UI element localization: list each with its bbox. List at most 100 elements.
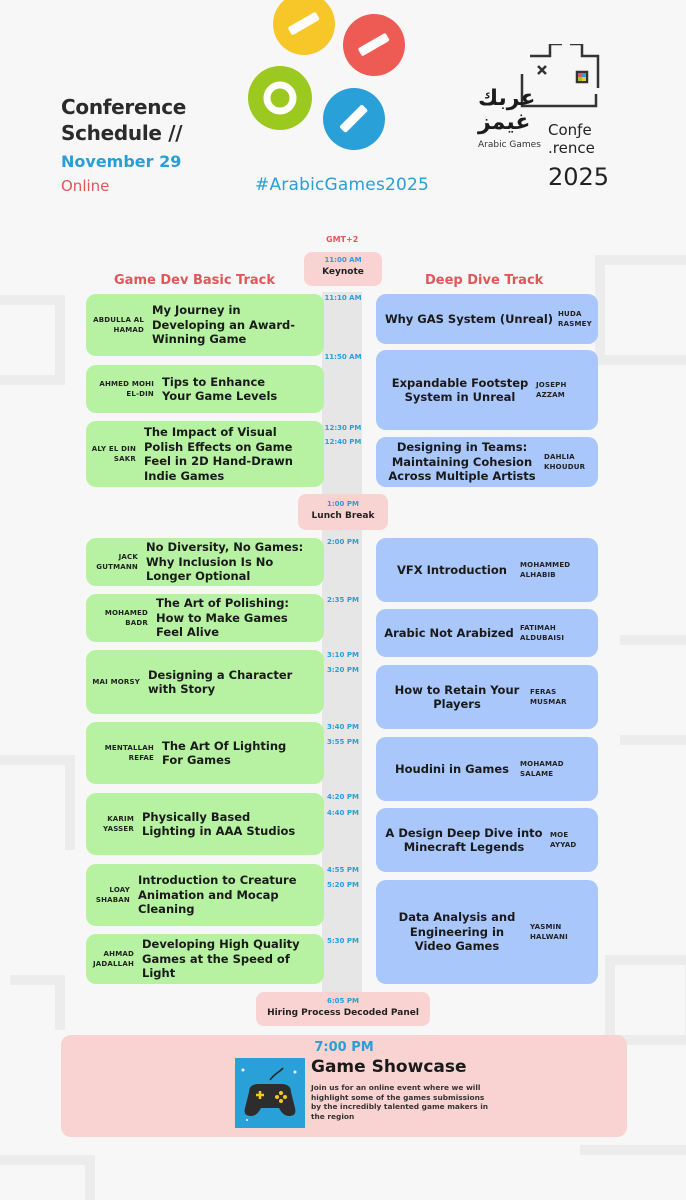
session-title: Tips to Enhance Your Game Levels [162, 374, 278, 404]
logo-conf-line2: .rence [548, 139, 595, 157]
speaker-name: JOSEPH AZZAM [536, 381, 567, 399]
session-title: Data Analysis and Engineering in Video G… [398, 910, 516, 954]
logo-year: 2025 [548, 163, 610, 191]
showcase-block: 7:00 PM Game Showcase Join us for an onl… [61, 1035, 627, 1137]
session-title: The Art of Polishing: How to Make Games … [156, 596, 290, 640]
session-card-left[interactable]: AHMED MOHI EL-DIN Tips to Enhance Your G… [86, 365, 324, 413]
speaker-name: AHMAD JADALLAH [92, 950, 134, 968]
session-card-right[interactable]: Arabic Not Arabized FATIMAH ALDUBAISI [376, 609, 598, 657]
time-label: 3:40 PM [327, 723, 359, 731]
time-label: 3:55 PM [327, 738, 359, 746]
session-title: Physically Based Lighting in AAA Studios [142, 809, 296, 839]
lunch-time: 1:00 PM [327, 500, 359, 508]
game-controller-icon [235, 1058, 305, 1128]
logo-small-text: Arabic Games [478, 140, 541, 150]
speaker-name: MENTALLAH REFAE [104, 744, 154, 762]
session-card-left[interactable]: MOHAMED BADR The Art of Polishing: How t… [86, 594, 324, 642]
speaker-name: FATIMAH ALDUBAISI [520, 624, 565, 642]
time-label: 4:55 PM [327, 866, 359, 874]
event-mode: Online [61, 177, 110, 195]
session-card-right[interactable]: A Design Deep Dive into Minecraft Legend… [376, 808, 598, 872]
logo-arabic-line1: عربك [478, 86, 536, 111]
time-label: 5:20 PM [327, 881, 359, 889]
session-card-left[interactable]: KARIM YASSER Physically Based Lighting i… [86, 793, 324, 855]
event-date: November 29 [61, 152, 182, 171]
keynote-time: 11:00 AM [324, 256, 362, 264]
time-label: 12:40 PM [324, 438, 362, 446]
logo-arabic-line2: غيمز [478, 110, 531, 135]
session-title: Expandable Footstep System in Unreal [391, 375, 529, 405]
session-title: No Diversity, No Games: Why Inclusion Is… [146, 540, 304, 584]
keynote-block: 11:00 AM Keynote [304, 252, 382, 286]
session-card-right[interactable]: Expandable Footstep System in Unreal JOS… [376, 350, 598, 430]
time-label: 5:30 PM [327, 937, 359, 945]
panel-label: Hiring Process Decoded Panel [267, 1008, 419, 1018]
session-card-right[interactable]: VFX Introduction MOHAMMED ALHABIB [376, 538, 598, 602]
session-title: Houdini in Games [395, 761, 509, 776]
panel-block: 6:05 PM Hiring Process Decoded Panel [256, 992, 430, 1026]
time-label: 3:20 PM [327, 666, 359, 674]
session-card-left[interactable]: ALY EL DIN SAKR The Impact of Visual Pol… [86, 421, 324, 487]
session-card-right[interactable]: Why GAS System (Unreal) HUDA RASMEY [376, 294, 598, 344]
page-title-line2: Schedule // [61, 121, 183, 145]
time-label: 4:40 PM [327, 809, 359, 817]
time-label: 3:10 PM [327, 651, 359, 659]
showcase-description: Join us for an online event where we wil… [311, 1083, 489, 1121]
session-title: How to Retain Your Players [394, 682, 520, 712]
session-title: VFX Introduction [397, 562, 507, 577]
session-card-right[interactable]: Houdini in Games MOHAMAD SALAME [376, 737, 598, 801]
session-card-left[interactable]: MENTALLAH REFAE The Art Of Lighting For … [86, 722, 324, 784]
speaker-name: HUDA RASMEY [558, 310, 592, 328]
session-card-left[interactable]: MAI MORSY Designing a Character with Sto… [86, 650, 324, 714]
speaker-name: ABDULLA AL HAMAD [93, 316, 144, 334]
session-title: The Impact of Visual Polish Effects on G… [144, 425, 293, 483]
showcase-title: Game Showcase [311, 1057, 467, 1077]
speaker-name: DAHLIA KHOUDUR [544, 453, 586, 471]
speaker-name: MOE AYYAD [550, 831, 577, 849]
controller-outline-icon [520, 44, 600, 108]
session-title: Why GAS System (Unreal) [384, 311, 554, 326]
session-title: The Art Of Lighting For Games [162, 738, 287, 768]
speaker-name: LOAY SHABAN [95, 886, 130, 904]
session-card-right[interactable]: Data Analysis and Engineering in Video G… [376, 880, 598, 984]
time-label: 11:50 AM [324, 353, 362, 361]
session-title: A Design Deep Dive into Minecraft Legend… [385, 825, 543, 855]
session-title: Designing in Teams: Maintaining Cohesion… [388, 440, 536, 484]
circles-logo [248, 0, 405, 150]
session-title: Developing High Quality Games at the Spe… [142, 937, 300, 981]
lunch-label: Lunch Break [311, 511, 375, 521]
time-label: 11:10 AM [324, 294, 362, 302]
session-title: Designing a Character with Story [148, 667, 293, 697]
time-label: 2:00 PM [327, 538, 359, 546]
session-card-left[interactable]: AHMAD JADALLAH Developing High Quality G… [86, 934, 324, 984]
session-title: My Journey in Developing an Award-Winnin… [152, 303, 295, 347]
showcase-time: 7:00 PM [314, 1040, 374, 1055]
speaker-name: ALY EL DIN SAKR [91, 445, 136, 463]
speaker-name: JACK GUTMANN [96, 553, 138, 571]
timeline-track [322, 292, 362, 992]
speaker-name: AHMED MOHI EL-DIN [99, 380, 154, 398]
session-card-left[interactable]: JACK GUTMANN No Diversity, No Games: Why… [86, 538, 324, 586]
session-card-left[interactable]: LOAY SHABAN Introduction to Creature Ani… [86, 864, 324, 926]
speaker-name: FERAS MUSMAR [530, 688, 567, 706]
session-title: Introduction to Creature Animation and M… [138, 873, 297, 917]
speaker-name: MOHAMMED ALHABIB [520, 561, 571, 579]
logo-conf-line1: Conƒe [548, 121, 592, 139]
speaker-name: YASMIN HALWANI [530, 923, 568, 941]
session-card-right[interactable]: Designing in Teams: Maintaining Cohesion… [376, 437, 598, 487]
speaker-name: MOHAMED BADR [104, 609, 148, 627]
session-title: Arabic Not Arabized [384, 625, 514, 640]
session-card-right[interactable]: How to Retain Your Players FERAS MUSMAR [376, 665, 598, 729]
speaker-name: KARIM YASSER [103, 815, 134, 833]
hashtag: #ArabicGames2025 [255, 175, 430, 195]
lunch-block: 1:00 PM Lunch Break [298, 494, 388, 530]
panel-time: 6:05 PM [327, 997, 359, 1005]
speaker-name: MAI MORSY [92, 678, 140, 686]
time-label: 2:35 PM [327, 596, 359, 604]
speaker-name: MOHAMAD SALAME [520, 760, 564, 778]
time-label: 4:20 PM [327, 793, 359, 801]
track-title-right: Deep Dive Track [425, 273, 544, 288]
track-title-left: Game Dev Basic Track [114, 273, 276, 288]
session-card-left[interactable]: ABDULLA AL HAMAD My Journey in Developin… [86, 294, 324, 356]
